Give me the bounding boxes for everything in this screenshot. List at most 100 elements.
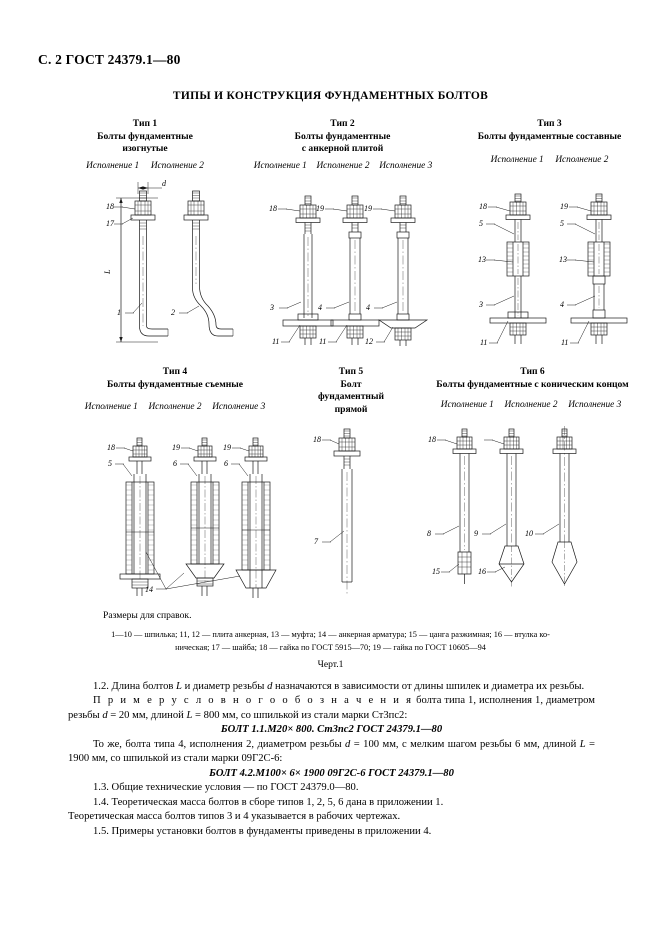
part-label-5: 5 [560, 219, 564, 228]
type-number-3: Тип 3 [537, 118, 562, 129]
execution-label: Исполнение 2 [504, 400, 558, 410]
execution-label: Исполнение 1 [86, 161, 140, 171]
symbol-L: L [579, 738, 586, 750]
part-label-18: 18 [107, 443, 115, 452]
type-name-5-line1: Болт [340, 378, 362, 390]
part-label-18: 18 [106, 202, 114, 211]
paragraph-1-4-line2: Теоретическая масса болтов типов 3 и 4 у… [68, 811, 401, 823]
execution-label: Исполнение 1 [253, 161, 307, 171]
paragraph-1-2: 1.2. Длина болтов L и диаметр резьбы d н… [68, 680, 595, 694]
drawing-type-4: 18 5 19 6 19 6 14 [98, 424, 288, 604]
drawing-type-1: d 18 17 1 2 L [100, 176, 235, 356]
part-label-1: 1 [117, 308, 121, 317]
type-name-1-line2: изогнутые [122, 143, 168, 155]
executions-type-1: Исполнение 1 Исполнение 2 [50, 161, 240, 171]
part-label-12: 12 [365, 337, 373, 346]
same-part-c: = 1900 мм, со шпилькой из стали марки 09… [68, 738, 596, 765]
symbol-d: d [102, 709, 108, 721]
part-label-6: 6 [224, 459, 228, 468]
drawing-type-2: 18 3 11 19 4 11 19 4 12 [257, 192, 429, 358]
part-label-19: 19 [364, 204, 372, 213]
type-number-1: Тип 1 [132, 118, 158, 129]
paragraph-1-4-line1: 1.4. Теоретическая масса болтов в сборе … [93, 796, 444, 808]
type-name-3-line1: Болты фундаментные составные [477, 130, 622, 142]
part-label-11: 11 [480, 338, 487, 347]
body-text: 1.2. Длина болтов L и диаметр резьбы d н… [68, 680, 595, 839]
p12-part-c: назначаются в зависимости от длины шпиле… [272, 681, 585, 692]
example-eq1: = 20 мм, длиной [107, 709, 187, 721]
type-heading-1: Тип 1 Болты фундаментные изогнутые [50, 118, 240, 156]
paragraph-1-3: 1.3. Общие технические условия — по ГОСТ… [93, 782, 359, 794]
type-number-2: Тип 2 [330, 118, 355, 129]
type-heading-6: Тип 6 Болты фундаментные с коническим ко… [410, 366, 655, 391]
symbol-L: L [176, 681, 182, 692]
page-header: С. 2 ГОСТ 24379.1—80 [38, 52, 181, 67]
part-label-18: 18 [479, 202, 487, 211]
part-label-18: 18 [269, 204, 277, 213]
designation-example-2: БОЛТ 4.2.М100× 6× 1900 09Г2С-6 ГОСТ 2437… [209, 767, 454, 779]
figure-caption: Черт.1 [317, 659, 344, 670]
reference-note: Размеры для справок. [103, 610, 192, 621]
p12-part-a: 1.2. Длина болтов [93, 681, 177, 692]
part-label-10: 10 [525, 529, 533, 538]
parts-legend: 1—10 — шпилька; 11, 12 — плита анкерная,… [64, 629, 597, 654]
part-label-15: 15 [432, 567, 440, 576]
execution-label: Исполнение 1 [490, 155, 544, 165]
part-label-19: 19 [560, 202, 568, 211]
part-label-13: 13 [478, 255, 486, 264]
type-number-5: Тип 5 [338, 366, 364, 377]
execution-label: Исполнение 2 [150, 161, 204, 171]
type-name-2-line2: с анкерной плитой [301, 143, 384, 155]
part-label-3: 3 [478, 300, 483, 309]
symbol-d: d [267, 681, 273, 692]
type-name-2-line1: Болты фундаментные [294, 130, 391, 142]
part-label-14: 14 [145, 585, 153, 594]
execution-label: Исполнение 3 [568, 400, 622, 410]
part-label-2: 2 [171, 308, 175, 317]
drawing-type-5: 18 7 [300, 424, 405, 604]
paragraph-same: То же, болта типа 4, исполнения 2, диаме… [68, 738, 595, 767]
part-label-3: 3 [269, 303, 274, 312]
part-label-4: 4 [318, 303, 322, 312]
part-label-5: 5 [108, 459, 112, 468]
part-label-19: 19 [172, 443, 180, 452]
type-name-6-line1: Болты фундаментные с коническим концом [436, 378, 629, 390]
part-label-11: 11 [319, 337, 326, 346]
p12-part-b: и диаметр резьбы [181, 681, 268, 692]
paragraph-1-5: 1.5. Примеры установки болтов в фундамен… [93, 825, 432, 837]
type-name-4-line1: Болты фундаментные съемные [107, 378, 243, 390]
type-number-6: Тип 6 [520, 366, 545, 377]
same-part-a: То же, болта типа 4, исполнения 2, диаме… [93, 738, 346, 750]
execution-label: Исполнение 1 [440, 400, 494, 410]
part-label-19: 19 [316, 204, 324, 213]
part-label-18: 18 [313, 435, 321, 444]
execution-label: Исполнение 3 [379, 161, 433, 171]
type-name-1-line1: Болты фундаментные [97, 130, 193, 142]
part-label-17: 17 [106, 219, 115, 228]
legend-line-1: 1—10 — шпилька; 11, 12 — плита анкерная,… [111, 630, 550, 639]
designation-example-1: БОЛТ 1.1.М20× 800. Ст3пс2 ГОСТ 24379.1—8… [220, 724, 443, 736]
execution-label: Исполнение 2 [555, 155, 609, 165]
executions-type-2: Исполнение 1 Исполнение 2 Исполнение 3 [237, 161, 449, 171]
part-label-6: 6 [173, 459, 177, 468]
legend-line-2: ническая; 17 — шайба; 18 — гайка по ГОСТ… [175, 642, 486, 652]
type-number-4: Тип 4 [162, 366, 188, 377]
part-label-11: 11 [561, 338, 568, 347]
drawing-type-6: 18 8 15 9 16 10 [425, 424, 620, 604]
example-label: П р и м е р у с л о в н о г о о б о з н … [93, 695, 414, 707]
type-heading-5: Тип 5 Болт фундаментный прямой [296, 366, 406, 416]
type-heading-3: Тип 3 Болты фундаментные составные [447, 118, 652, 143]
paragraph-example: П р и м е р у с л о в н о г о о б о з н … [68, 694, 595, 723]
part-label-4: 4 [366, 303, 370, 312]
type-heading-2: Тип 2 Болты фундаментные с анкерной плит… [240, 118, 445, 156]
dimension-L-label: L [103, 269, 112, 275]
part-label-13: 13 [559, 255, 567, 264]
example-eq2: = 800 мм, со шпилькой из стали марки Ст3… [192, 709, 408, 721]
part-label-8: 8 [427, 529, 431, 538]
document-title: ТИПЫ И КОНСТРУКЦИЯ ФУНДАМЕНТНЫХ БОЛТОВ [172, 90, 489, 102]
part-label-11: 11 [272, 337, 279, 346]
same-part-b: = 100 мм, с мелким шагом резьбы 6 мм, дл… [350, 738, 580, 750]
example-rest: болта типа 1, исполнения 1, диаметром ре… [68, 695, 595, 721]
type-name-5-line2: фундаментный [318, 391, 384, 403]
